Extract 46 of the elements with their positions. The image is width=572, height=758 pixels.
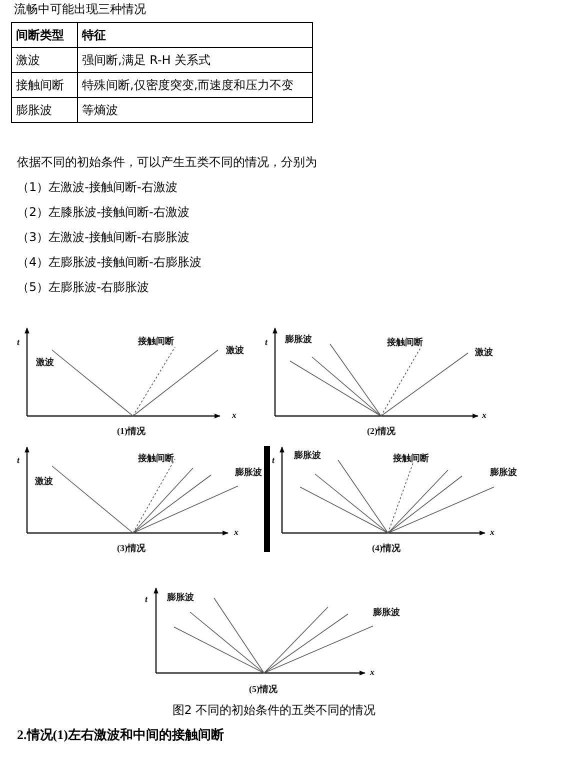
- wave-label: 膨胀波: [235, 467, 262, 477]
- wave-label: 膨胀波: [373, 607, 400, 617]
- list-item: （1）左激波-接触间断-右激波: [17, 180, 178, 194]
- figure-caption: 图2 不同的初始条件的五类不同的情况: [171, 703, 377, 717]
- list-item: （3）左激波-接触间断-右膨胀波: [17, 230, 190, 244]
- wave-label: 膨胀波: [167, 592, 194, 602]
- wave-label: 接触间断: [387, 337, 423, 347]
- table-cell: 特殊间断,仅密度突变,而速度和压力不变: [78, 72, 312, 98]
- axis-label: t: [17, 455, 20, 465]
- wave-label: 接触间断: [393, 453, 429, 463]
- wave-label: 激波: [36, 357, 54, 367]
- wave-label: 膨胀波: [294, 450, 321, 460]
- axis-label: t: [17, 337, 20, 347]
- axis-label: x: [482, 410, 486, 420]
- axis-label: t: [265, 337, 268, 347]
- header-cell: 特征: [78, 22, 312, 48]
- panel-caption: (4)情况: [372, 543, 400, 553]
- wave-label: 接触间断: [138, 453, 174, 463]
- list-item: （5）左膨胀波-右膨胀波: [17, 280, 149, 294]
- list-item: （4）左膨胀波-接触间断-右膨胀波: [17, 255, 202, 269]
- section-heading: 2.情况(1)左右激波和中间的接触间断: [17, 728, 224, 742]
- wave-label: 激波: [226, 345, 244, 355]
- table-cell: 膨胀波: [12, 98, 78, 122]
- paragraph: 依据不同的初始条件，可以产生五类不同的情况，分别为: [17, 155, 317, 169]
- axis-label: x: [490, 527, 494, 537]
- wave-label: 膨胀波: [285, 334, 312, 344]
- panel-caption: (5)情况: [249, 684, 278, 694]
- table-cell: 强间断,满足 R-H 关系式: [78, 48, 312, 72]
- list-item: （2）左膝胀波-接触间断-右激波: [17, 205, 190, 219]
- axis-label: x: [370, 667, 374, 677]
- panel-caption: (3)情况: [117, 543, 146, 553]
- panel-caption: (1)情况: [117, 426, 146, 436]
- axis-label: x: [234, 527, 238, 537]
- table-cell: 接触间断: [12, 72, 78, 98]
- table-cell: 等熵波: [78, 98, 312, 122]
- table-cell: 激波: [12, 48, 78, 72]
- axis-label: t: [272, 455, 275, 465]
- intro-text: 流畅中可能出现三种情况: [14, 2, 146, 16]
- axis-label: x: [232, 410, 236, 420]
- panel-caption: (2)情况: [367, 426, 396, 436]
- wave-label: 激波: [35, 476, 53, 486]
- wave-label: 膨胀波: [490, 467, 517, 477]
- wave-label: 激波: [475, 347, 493, 357]
- header-cell: 间断类型: [12, 22, 78, 48]
- wave-label: 接触间断: [138, 336, 174, 346]
- axis-label: t: [145, 594, 148, 604]
